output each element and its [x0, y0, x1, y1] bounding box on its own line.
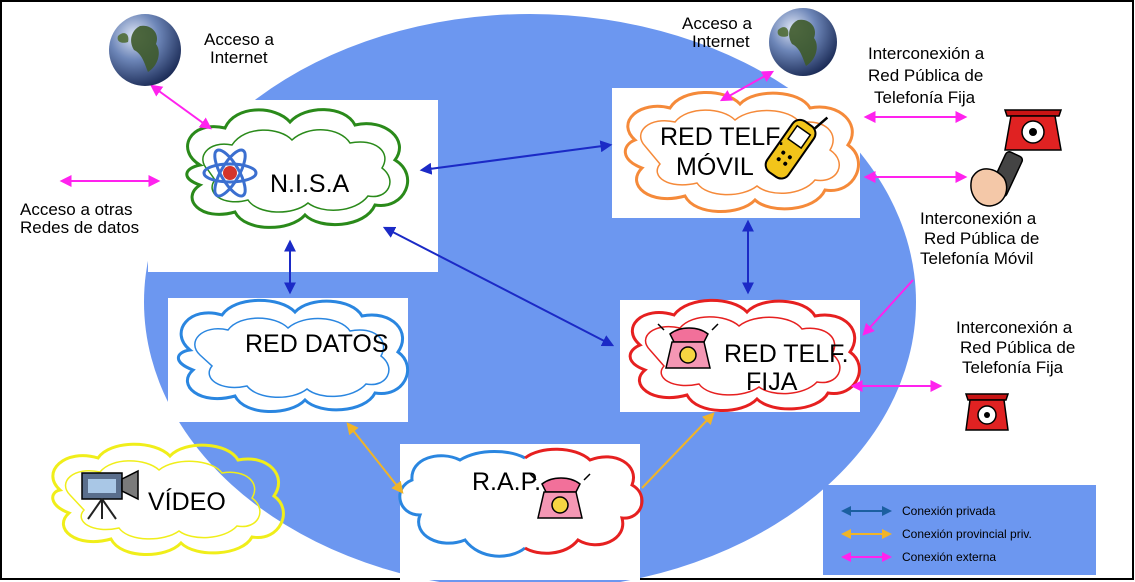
red-telephone-icon	[964, 393, 1010, 431]
mobile-phone-icon	[764, 116, 829, 180]
pink-telephone-icon	[657, 323, 719, 369]
globe-icon	[769, 8, 837, 76]
atom-icon	[202, 148, 258, 198]
label-fija-top-1: Interconexión a	[868, 44, 985, 63]
movil-cloud	[623, 91, 860, 213]
label-fija-bottom-1: Interconexión a	[956, 318, 1073, 337]
fija-cloud	[628, 298, 861, 412]
node-red-datos-label: RED DATOS	[245, 330, 389, 358]
video-cloud	[51, 442, 285, 556]
label-internet-right-1: Acceso a	[682, 14, 752, 33]
node-movil-label-2: MÓVIL	[676, 152, 754, 181]
node-movil-label-1: RED TELF.	[660, 123, 785, 151]
label-movil-pub-3: Telefonía Móvil	[920, 249, 1033, 268]
nisa-cloud	[185, 108, 409, 229]
label-fija-bottom-2: Red Pública de	[960, 338, 1075, 357]
label-internet-left-2: Internet	[210, 48, 268, 67]
video-camera-icon	[81, 469, 139, 520]
fija-panel	[620, 300, 860, 412]
external-connections	[59, 70, 968, 392]
rap-cloud	[398, 447, 644, 558]
link-internet-right	[719, 70, 775, 102]
link-datos-rap	[346, 422, 404, 494]
provincial-connections	[346, 412, 715, 494]
link-rap-fija	[641, 412, 715, 489]
globe-icon	[109, 14, 181, 86]
node-fija-label-1: RED TELF.	[724, 340, 849, 368]
link-internet-left	[150, 84, 212, 130]
private-connections	[284, 140, 754, 347]
label-fija-bottom-3: Telefonía Fija	[962, 358, 1064, 377]
label-fija-top-2: Red Pública de	[868, 66, 983, 85]
label-otras-redes-2: Redes de datos	[20, 218, 139, 237]
node-nisa-label: N.I.S.A	[270, 170, 350, 198]
datos-cloud	[176, 298, 410, 413]
datos-panel	[168, 298, 408, 422]
legend-label-private: Conexión privada	[902, 504, 996, 518]
label-movil-pub-1: Interconexión a	[920, 209, 1037, 228]
link-nisa-movil	[419, 140, 613, 175]
rap-panel	[400, 444, 640, 580]
hand-phone-icon	[970, 151, 1024, 207]
label-movil-pub-2: Red Pública de	[924, 229, 1039, 248]
link-nisa-fija	[382, 226, 615, 347]
label-otras-redes-1: Acceso a otras	[20, 200, 132, 219]
node-video-label: VÍDEO	[148, 487, 226, 516]
link-movil-publica-fija	[862, 279, 914, 336]
label-internet-left-1: Acceso a	[204, 30, 274, 49]
node-rap-label: R.A.P.	[472, 468, 541, 496]
legend-label-provincial: Conexión provincial priv.	[902, 527, 1032, 541]
pink-telephone-icon	[529, 473, 591, 519]
red-telephone-icon	[1003, 109, 1063, 151]
node-fija-label-2: FIJA	[746, 368, 798, 396]
legend-label-external: Conexión externa	[902, 550, 996, 564]
legend: Conexión privada Conexión provincial pri…	[823, 485, 1096, 575]
label-internet-right-2: Internet	[692, 32, 750, 51]
label-fija-top-3: Telefonía Fija	[874, 88, 976, 107]
